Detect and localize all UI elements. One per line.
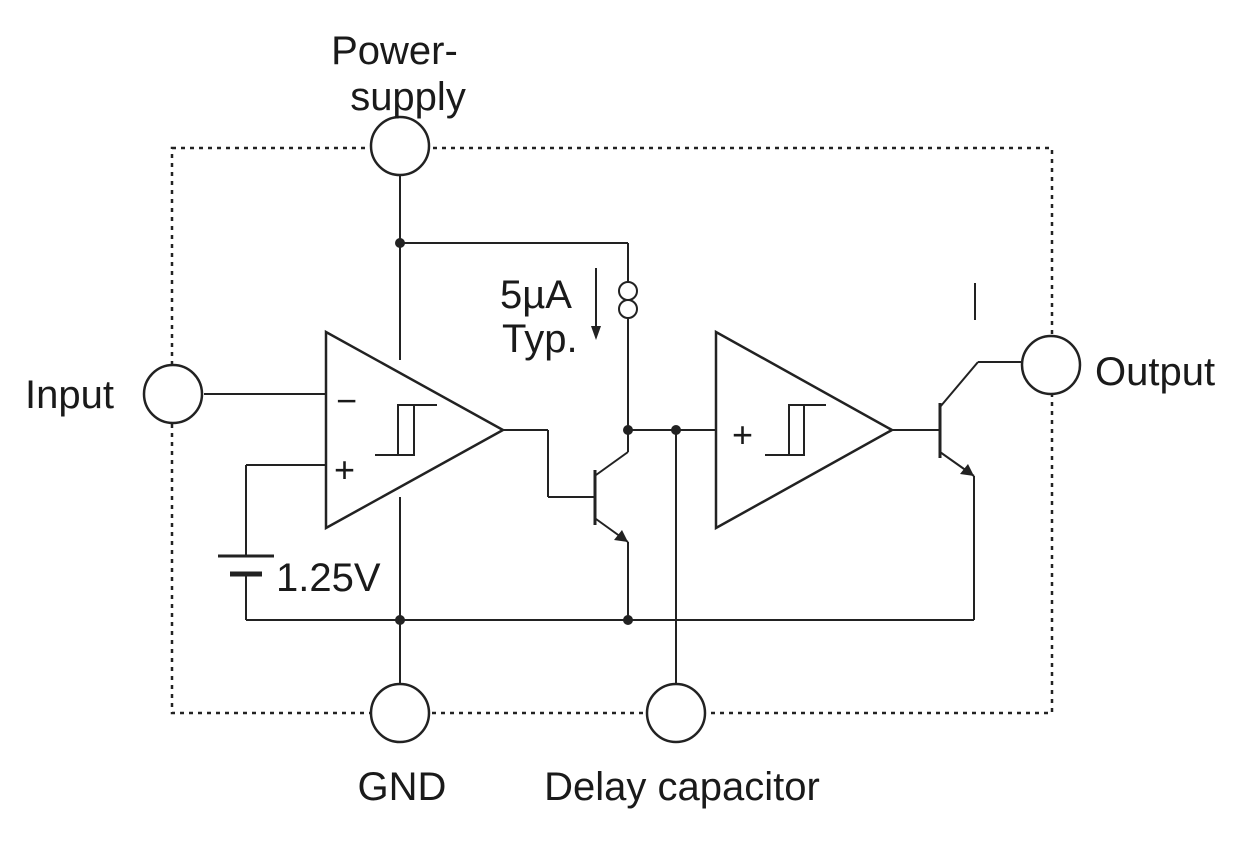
input-pin — [142, 363, 204, 425]
reference-voltage-label: 1.25V — [276, 556, 381, 600]
hysteresis-symbol-2b — [789, 405, 805, 456]
gnd-label: GND — [358, 765, 447, 809]
comparator-1-minus: − — [336, 380, 357, 421]
delay-capacitor-pin — [645, 682, 707, 744]
input-label: Input — [25, 373, 114, 417]
transistor-1 — [593, 470, 628, 542]
comparator-1-plus: + — [334, 449, 355, 490]
wires — [204, 175, 1022, 686]
output-label: Output — [1095, 350, 1215, 394]
gnd-pin — [369, 682, 431, 744]
current-source-icon — [618, 281, 638, 319]
hysteresis-symbol-1 — [375, 404, 437, 456]
hysteresis-symbol-1b — [398, 405, 415, 456]
power-supply-pin — [369, 115, 431, 177]
power-supply-label: Power- supply — [331, 29, 469, 119]
hysteresis-symbol-2 — [765, 404, 826, 456]
ic-boundary — [170, 146, 1054, 715]
current-note-label: Typ. — [502, 317, 578, 361]
battery-icon — [218, 554, 274, 577]
junctions — [395, 238, 681, 625]
current-arrow-icon — [591, 268, 601, 340]
transistor-2 — [938, 403, 974, 476]
output-pin — [1020, 334, 1082, 396]
delay-capacitor-label: Delay capacitor — [544, 765, 820, 809]
comparator-2-plus: + — [732, 414, 753, 455]
current-value-label: 5µA — [500, 273, 572, 317]
